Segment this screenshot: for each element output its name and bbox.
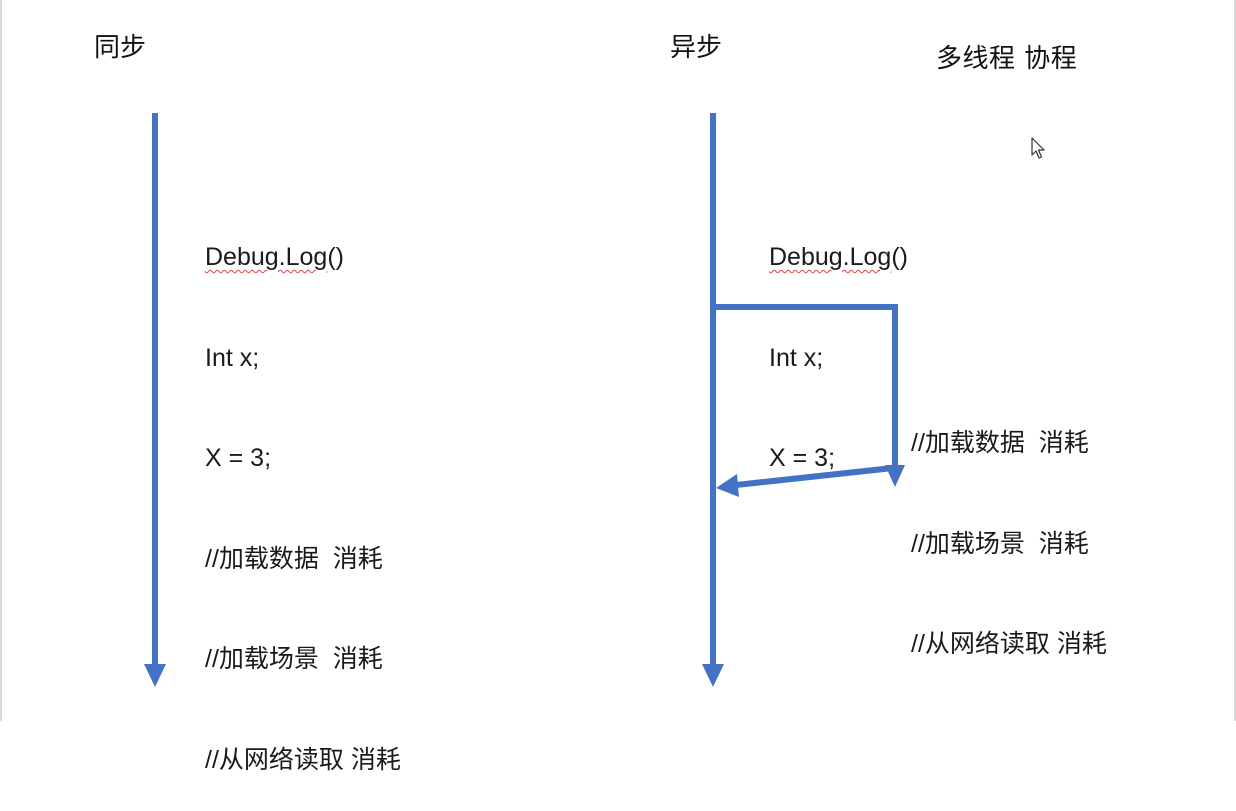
- code-line: Debug.Log(): [769, 243, 908, 271]
- code-line: //从网络读取 消耗: [205, 745, 401, 774]
- branch-code-block: //加载数据 消耗 //加载场景 消耗 //从网络读取 消耗: [911, 360, 1107, 695]
- sync-title: 同步: [94, 33, 147, 63]
- page-edge-left: [0, 0, 2, 721]
- code-line: //加载数据 消耗: [205, 544, 383, 573]
- code-line: //加载数据 消耗: [911, 429, 1089, 457]
- flow-diagram: [144, 113, 905, 687]
- code-line: Debug.Log(): [205, 243, 344, 271]
- async-timeline-arrowhead: [702, 664, 724, 687]
- code-line: X = 3;: [205, 444, 272, 472]
- code-line: //加载场景 消耗: [205, 645, 383, 673]
- code-line: //加载场景 消耗: [911, 529, 1089, 558]
- code-line: Int x;: [205, 343, 260, 372]
- mouse-pointer-icon: [1031, 137, 1045, 159]
- sync-timeline-arrowhead: [144, 664, 166, 687]
- async-title: 异步: [670, 33, 723, 63]
- page-edge-right: [1234, 0, 1236, 721]
- sync-code-block: Debug.Log() Int x; X = 3; //加载数据 消耗 //加载…: [205, 174, 401, 811]
- async-code-block: Debug.Log() Int x; X = 3;: [769, 174, 908, 509]
- async-return-line: [735, 465, 894, 488]
- threading-title: 多线程 协程: [936, 44, 1078, 74]
- code-line: X = 3;: [769, 444, 836, 472]
- async-return-arrowhead: [716, 474, 739, 497]
- code-line: Int x;: [769, 343, 824, 372]
- code-line: //从网络读取 消耗: [911, 630, 1107, 658]
